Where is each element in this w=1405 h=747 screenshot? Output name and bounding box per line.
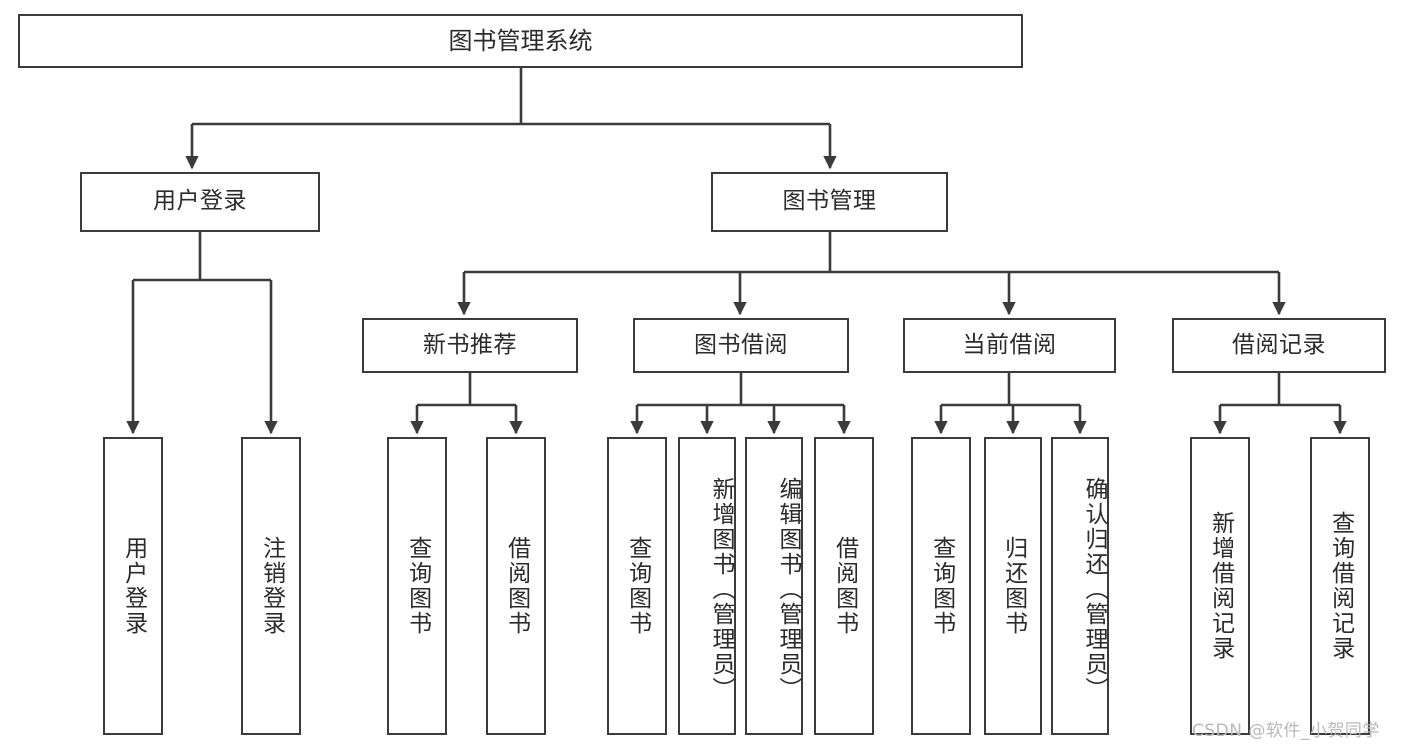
node-label: 新增借阅记录	[1207, 511, 1234, 661]
node-label: 归还图书	[1000, 536, 1027, 636]
node-label: 编辑图书（管理员）	[775, 476, 801, 702]
node-leaf-edit-book-admin[interactable]: 编辑图书（管理员）	[745, 437, 803, 735]
node-book-management[interactable]: 图书管理	[711, 172, 948, 232]
edge-newbook-to-leaves	[410, 373, 523, 435]
node-leaf-borrow-book-2[interactable]: 借阅图书	[814, 437, 874, 735]
node-leaf-user-login[interactable]: 用户登录	[103, 437, 163, 735]
csdn-watermark: CSDN @软件_小贺同学	[1192, 721, 1380, 741]
node-leaf-confirm-return-admin[interactable]: 确认归还（管理员）	[1051, 437, 1109, 735]
node-label: 借阅图书	[831, 536, 858, 636]
node-borrow-record[interactable]: 借阅记录	[1172, 318, 1386, 373]
edge-root-to-level1	[185, 68, 837, 170]
node-label: 查询图书	[624, 536, 651, 636]
node-leaf-query-book-3[interactable]: 查询图书	[911, 437, 971, 735]
node-leaf-logout[interactable]: 注销登录	[241, 437, 301, 735]
node-label: 确认归还（管理员）	[1081, 476, 1107, 702]
node-leaf-query-book-1[interactable]: 查询图书	[387, 437, 447, 735]
edge-currentborrow-to-leaves	[934, 373, 1087, 435]
edge-userlogin-to-leaves	[126, 232, 278, 435]
node-leaf-add-borrow-record[interactable]: 新增借阅记录	[1190, 437, 1250, 735]
node-label: 用户登录	[120, 536, 147, 636]
edge-bookborrow-to-leaves	[630, 373, 851, 435]
node-label: 查询借阅记录	[1327, 511, 1354, 661]
node-leaf-query-borrow-record[interactable]: 查询借阅记录	[1310, 437, 1370, 735]
node-label: 查询图书	[404, 536, 431, 636]
node-label: 查询图书	[928, 536, 955, 636]
node-leaf-return-book[interactable]: 归还图书	[984, 437, 1042, 735]
edge-bookmanage-to-level2	[457, 232, 1286, 316]
node-leaf-add-book-admin[interactable]: 新增图书（管理员）	[678, 437, 736, 735]
node-new-book-recommend[interactable]: 新书推荐	[362, 318, 578, 373]
node-label: 注销登录	[258, 536, 285, 636]
node-user-login[interactable]: 用户登录	[80, 172, 320, 232]
node-root-system[interactable]: 图书管理系统	[18, 14, 1023, 68]
node-label: 借阅图书	[503, 536, 530, 636]
node-leaf-borrow-book-1[interactable]: 借阅图书	[486, 437, 546, 735]
node-current-borrow[interactable]: 当前借阅	[903, 318, 1116, 373]
edge-borrowrecord-to-leaves	[1213, 373, 1347, 435]
node-leaf-query-book-2[interactable]: 查询图书	[607, 437, 667, 735]
node-label: 新增图书（管理员）	[708, 476, 734, 702]
node-book-borrow[interactable]: 图书借阅	[633, 318, 849, 373]
